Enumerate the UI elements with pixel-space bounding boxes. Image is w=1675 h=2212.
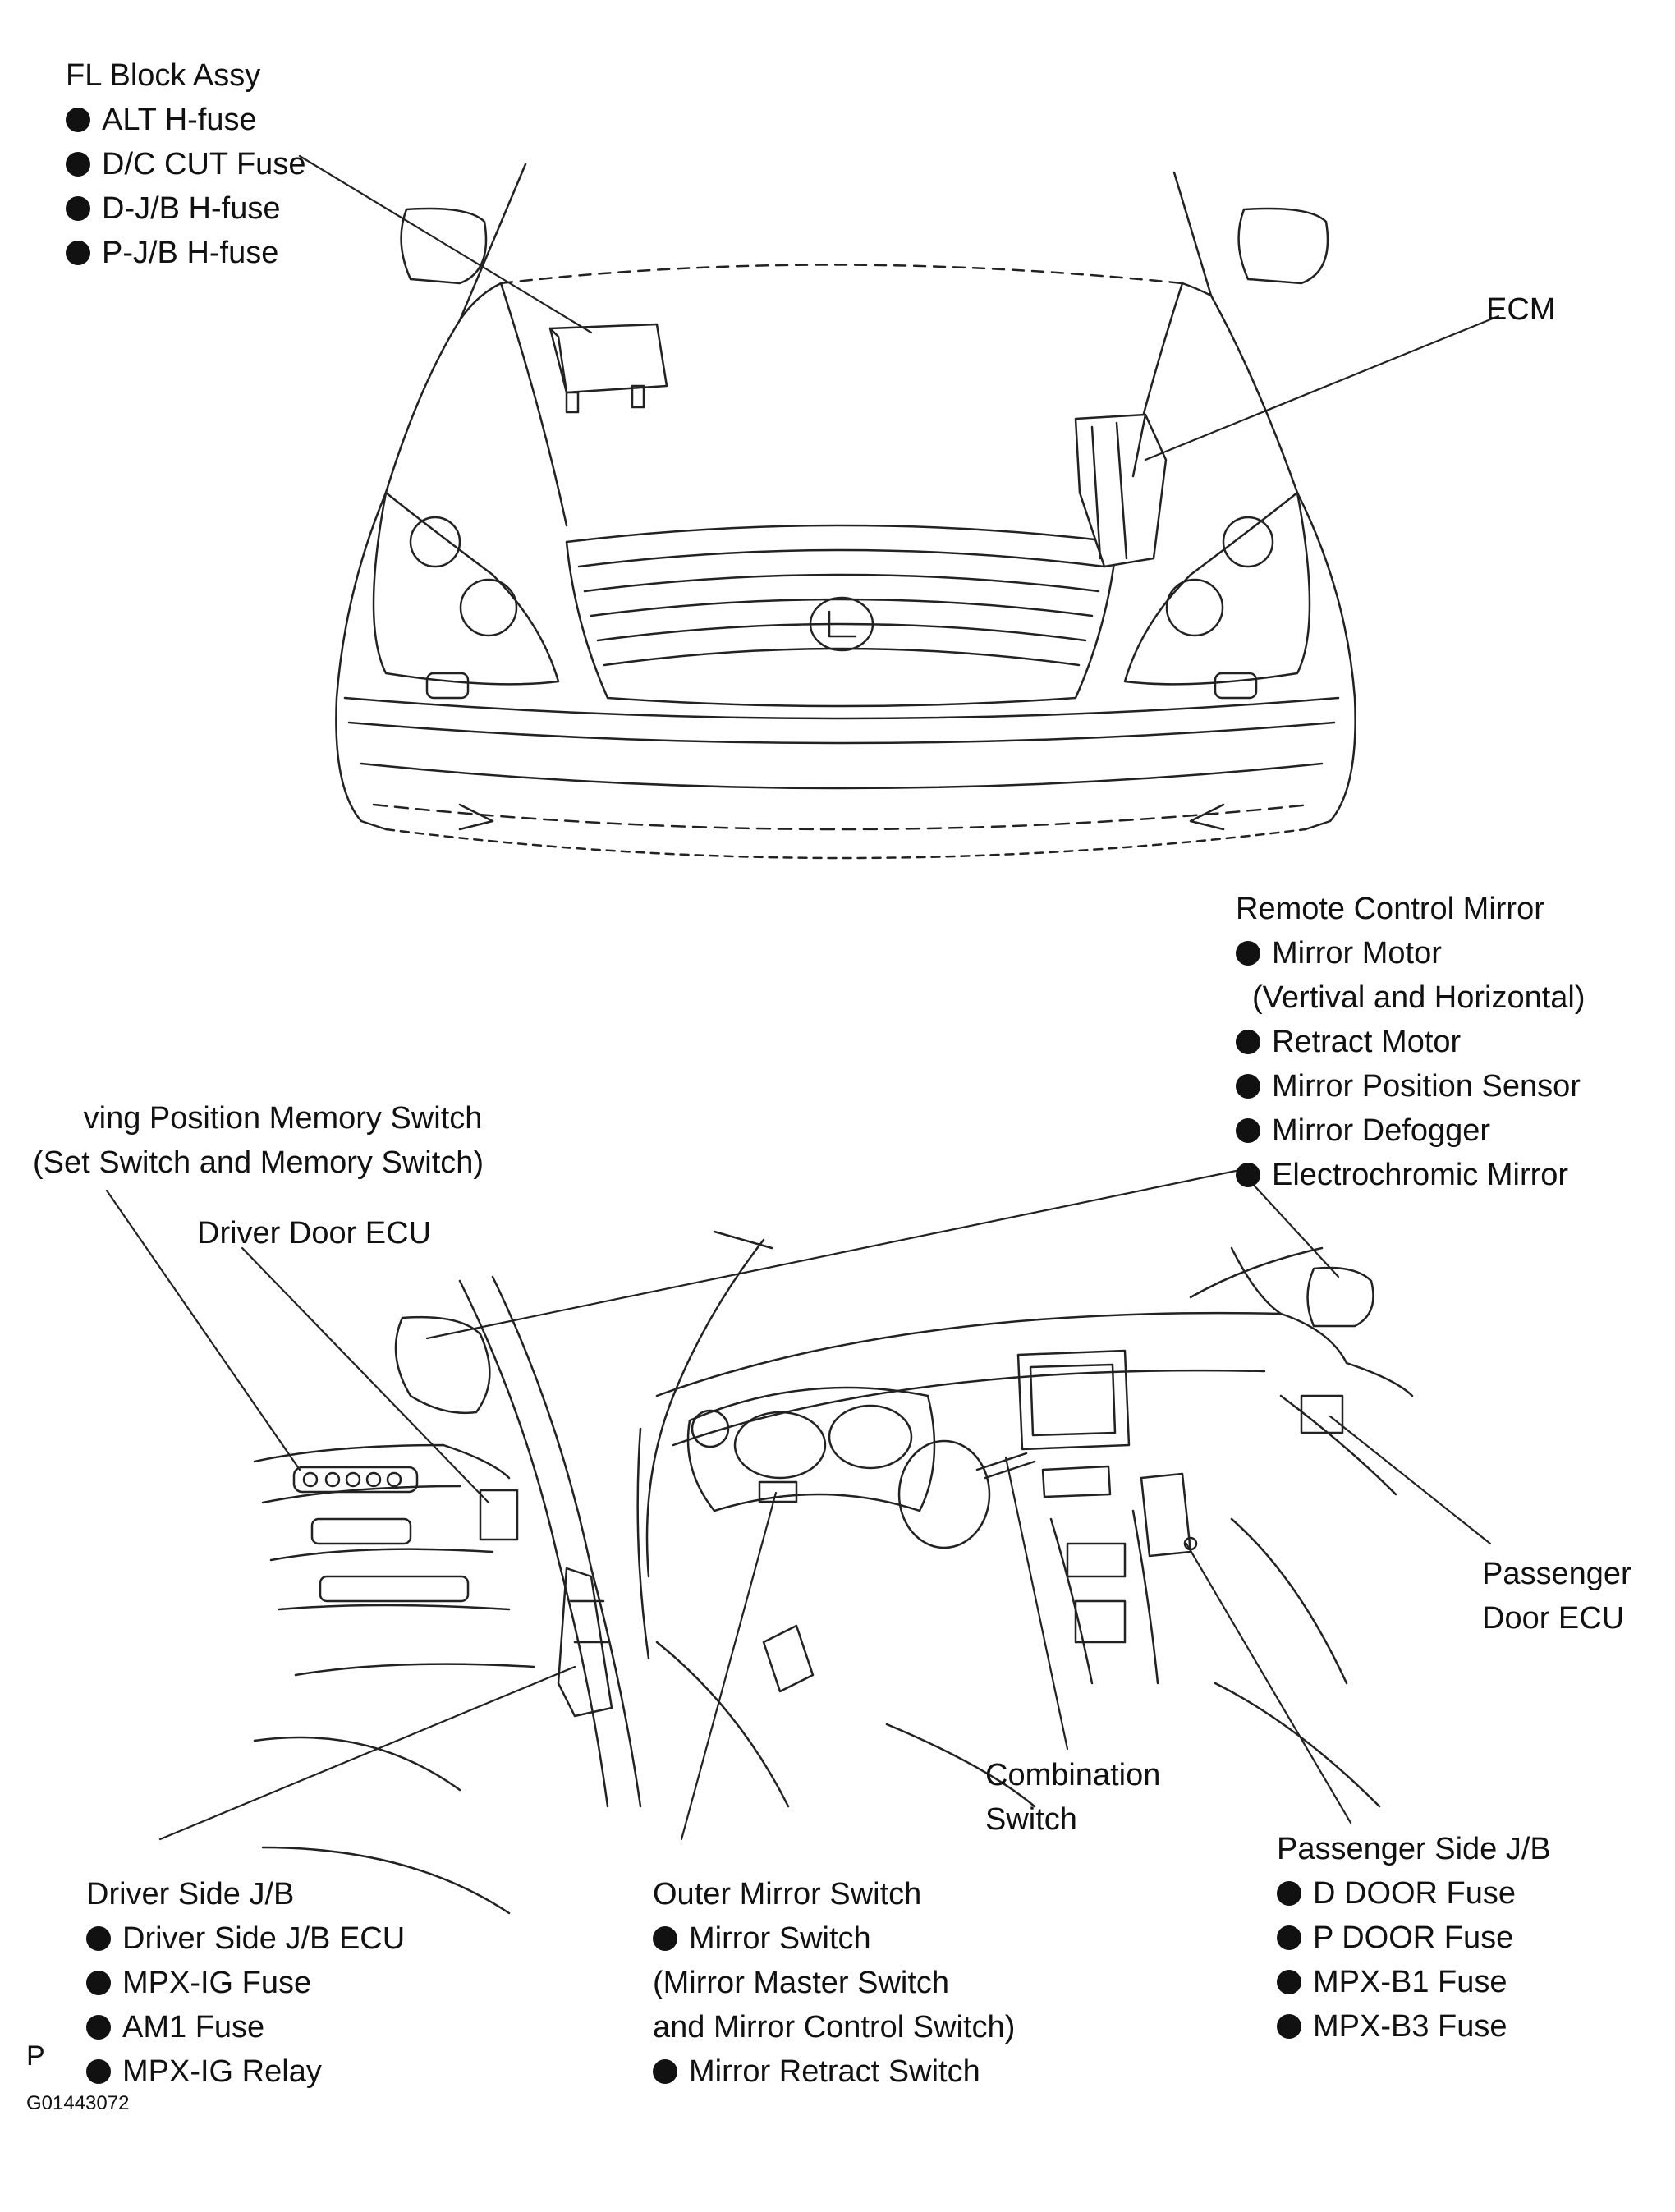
ecm-label: ECM xyxy=(1486,292,1556,327)
bullet-icon xyxy=(1236,1118,1260,1143)
driver-side-jb-label: Driver Side J/B Driver Side J/B ECU MPX-… xyxy=(86,1872,405,2094)
memory-switch-label: ving Position Memory Switch (Set Switch … xyxy=(33,1101,484,1180)
bullet-icon xyxy=(1236,1074,1260,1099)
figure-code: G01443072 xyxy=(26,2092,130,2114)
outer-mirror-switch-label: Outer Mirror Switch Mirror Switch (Mirro… xyxy=(653,1872,1015,2094)
bullet-icon xyxy=(1236,1030,1260,1054)
driver-door-ecu-label: Driver Door ECU xyxy=(197,1216,432,1251)
list-item: D-J/B H-fuse xyxy=(66,186,305,231)
car-front-illustration xyxy=(335,163,1356,860)
bullet-icon xyxy=(1277,1925,1301,1950)
bullet-icon xyxy=(1236,1163,1260,1187)
bullet-icon xyxy=(1236,941,1260,966)
bullet-icon xyxy=(653,2059,677,2084)
bullet-icon xyxy=(66,108,90,132)
bullet-icon xyxy=(66,241,90,265)
footer-mark: P xyxy=(26,2040,45,2072)
list-item: MPX-B1 Fuse xyxy=(1277,1960,1551,2004)
bullet-icon xyxy=(1277,2014,1301,2039)
bullet-icon xyxy=(86,1971,111,1995)
list-item: MPX-IG Fuse xyxy=(86,1961,405,2005)
list-item: MPX-B3 Fuse xyxy=(1277,2004,1551,2049)
remote-control-mirror-label: Remote Control Mirror Mirror Motor (Vert… xyxy=(1236,887,1586,1197)
bullet-icon xyxy=(86,1926,111,1951)
car-interior-illustration xyxy=(253,1230,1414,1915)
list-item: Mirror Switch xyxy=(653,1916,1015,1961)
passenger-side-jb-title: Passenger Side J/B xyxy=(1277,1832,1551,1866)
bullet-icon xyxy=(86,2059,111,2084)
bullet-icon xyxy=(66,152,90,177)
list-item: and Mirror Control Switch) xyxy=(653,2010,1016,2044)
list-item: Mirror Motor xyxy=(1236,931,1586,975)
fl-block-assy-title: FL Block Assy xyxy=(66,58,261,93)
list-item: Retract Motor xyxy=(1236,1020,1586,1064)
list-item: P-J/B H-fuse xyxy=(66,231,305,275)
list-item: Mirror Retract Switch xyxy=(653,2049,1015,2094)
remote-control-mirror-title: Remote Control Mirror xyxy=(1236,892,1544,926)
outer-mirror-switch-title: Outer Mirror Switch xyxy=(653,1877,922,1911)
combination-switch-label: Combination Switch xyxy=(985,1758,1161,1837)
list-item: D/C CUT Fuse xyxy=(66,142,305,186)
fl-block-assy-label: FL Block Assy ALT H-fuse D/C CUT Fuse D-… xyxy=(66,53,305,275)
list-item: D DOOR Fuse xyxy=(1277,1871,1551,1916)
list-item: Driver Side J/B ECU xyxy=(86,1916,405,1961)
list-item: P DOOR Fuse xyxy=(1277,1916,1551,1960)
bullet-icon xyxy=(66,196,90,221)
driver-side-jb-title: Driver Side J/B xyxy=(86,1877,295,1911)
bullet-icon xyxy=(86,2015,111,2040)
leader-lines xyxy=(105,154,1500,1841)
list-item: (Vertival and Horizontal) xyxy=(1252,980,1586,1015)
bullet-icon xyxy=(653,1926,677,1951)
bullet-icon xyxy=(1277,1881,1301,1906)
bullet-icon xyxy=(1277,1970,1301,1994)
list-item: ALT H-fuse xyxy=(66,98,305,142)
list-item: Mirror Position Sensor xyxy=(1236,1064,1586,1108)
list-item: Mirror Defogger xyxy=(1236,1108,1586,1153)
passenger-side-jb-label: Passenger Side J/B D DOOR Fuse P DOOR Fu… xyxy=(1277,1827,1551,2049)
passenger-door-ecu-label: Passenger Door ECU xyxy=(1482,1557,1631,1636)
list-item: MPX-IG Relay xyxy=(86,2049,405,2094)
list-item: Electrochromic Mirror xyxy=(1236,1153,1586,1197)
list-item: AM1 Fuse xyxy=(86,2005,405,2049)
list-item: (Mirror Master Switch xyxy=(653,1966,950,2000)
